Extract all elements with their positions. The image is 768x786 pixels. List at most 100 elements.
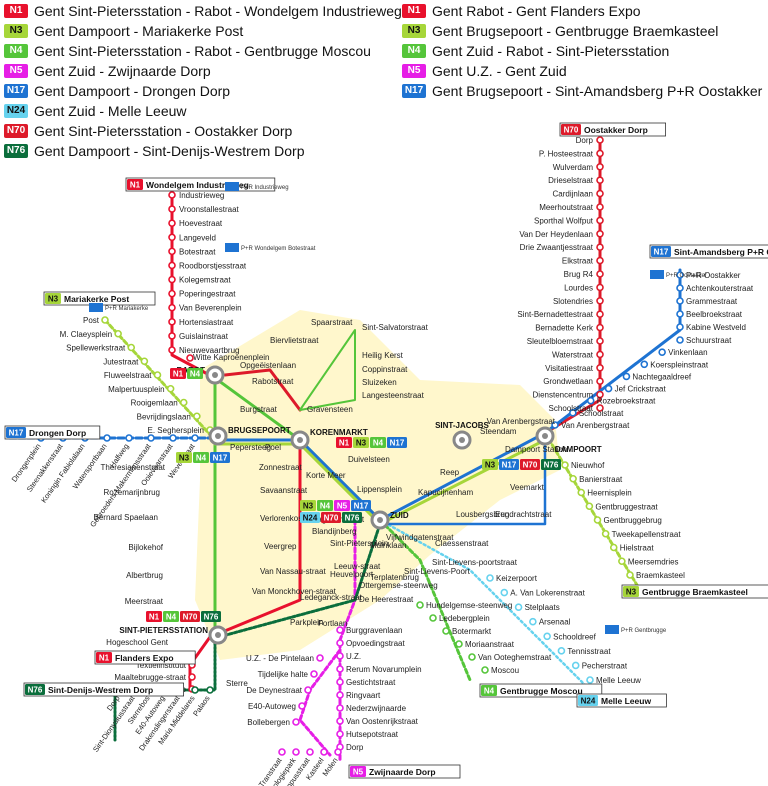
stop-label: Industrieweg [179, 191, 224, 200]
terminal-badge [25, 684, 45, 695]
line-badge-label: N4 [484, 687, 495, 696]
stop-marker [514, 603, 523, 611]
stop-label: Brug R4 [564, 270, 594, 279]
stop-label: Poel [265, 443, 281, 452]
stop-label: Cardijnlaan [553, 190, 593, 199]
stop-label: Post [83, 316, 100, 325]
route-n3-east [543, 431, 642, 592]
stop-label: Parkplein [290, 618, 323, 627]
line-badge: N24 [4, 104, 28, 118]
line-badge: N17 [4, 84, 28, 98]
stop-marker [103, 434, 111, 442]
stop-label: Koerspleinstraat [650, 360, 709, 369]
line-badge-label: N24 [303, 514, 318, 523]
stop-label: Terplatenbrug [370, 573, 419, 582]
stop-marker [336, 691, 344, 699]
stop-marker [416, 601, 424, 609]
stop-label: E. Seghersplein [148, 426, 204, 435]
stop-label: Bollebergen [247, 718, 290, 727]
stop-marker [622, 372, 631, 381]
stop-label: Slotendries [553, 297, 593, 306]
stop-label: Dampoort Station [505, 445, 567, 454]
line-badge-label: N70 [183, 613, 198, 622]
route-n24 [378, 518, 592, 692]
stop-marker [557, 647, 566, 655]
stop-marker [596, 216, 604, 225]
stop-label: Dorp [576, 136, 594, 145]
stop-marker [206, 686, 214, 694]
stop-label: Van Monckhoven-straat [252, 587, 337, 596]
stop-label: U.Z. [346, 652, 361, 661]
route-n5-south [338, 518, 357, 762]
terminal-label: Gentbrugge Moscou [500, 686, 583, 696]
stop-label: Poperingestraat [179, 290, 236, 299]
legend-text: Gent Sint-Pietersstation - Oostakker Dor… [34, 123, 293, 139]
stop-label: Ringvaart [346, 691, 381, 700]
stop-label: Hutsepotstraat [346, 730, 399, 739]
hub-line-badge [336, 437, 352, 448]
stop-marker [310, 670, 318, 678]
hub-layer: RABOTBRUGSEPOORTKORENMARKTSINT-JACOBSDAM… [119, 365, 602, 645]
stop-marker [577, 488, 586, 497]
hub-line-badge [170, 368, 186, 379]
stop-label: Gentbruggestraat [595, 502, 658, 511]
terminal-box [559, 122, 666, 137]
stop-label: Melle Leeuw [596, 676, 641, 685]
stop-label: Hogeschool Gent [106, 638, 169, 647]
terminal-badge [96, 652, 112, 663]
legend-text: Gent U.Z. - Gent Zuid [432, 63, 567, 79]
stop-marker [596, 256, 604, 265]
park-and-ride-label: P+R Oostakker [666, 273, 707, 279]
stop-marker [169, 434, 177, 442]
stop-label: Kapucijnenham [418, 488, 473, 497]
stop-marker [596, 363, 604, 372]
stop-label: Zonnestraat [259, 463, 302, 472]
stop-marker [676, 310, 684, 318]
hub-core [377, 517, 383, 523]
stop-label: Leeuw-straat [334, 562, 381, 571]
stop-marker [334, 748, 342, 756]
stop-marker [601, 529, 610, 538]
stop-marker [336, 665, 344, 673]
line-badge-label: N4 [320, 502, 331, 511]
terminal-box [479, 683, 603, 698]
hub-line-badge [300, 512, 320, 523]
line-badge: N3 [4, 24, 28, 38]
line-badge-label: N24 [581, 697, 596, 706]
stop-label: De Deynestraat [246, 686, 302, 695]
stop-marker [571, 661, 580, 670]
stop-label: Sterre [226, 679, 248, 688]
stop-label: Rozebroekstraat [597, 397, 656, 406]
terminal-box [649, 244, 768, 259]
hub-core [215, 632, 221, 638]
terminal-label: Oostakker Dorp [584, 125, 648, 135]
stop-marker [316, 654, 324, 662]
stop-marker [336, 704, 344, 712]
line-badge-label: N1 [173, 370, 184, 379]
stop-marker [168, 332, 176, 340]
stop-label: Beelbroekstraat [686, 310, 743, 319]
hub-line-badge [387, 437, 407, 448]
stop-marker [618, 557, 626, 566]
stop-label: Gentbruggebrug [604, 516, 662, 525]
stop-marker [596, 283, 604, 292]
line-badge-label: N4 [190, 370, 201, 379]
stop-label: Moriaanstraat [465, 640, 515, 649]
line-badge-label: N17 [213, 454, 228, 463]
stop-label: Meerstraat [125, 597, 164, 606]
hub-line-badge [482, 459, 498, 470]
stop-label: Nachtegaaldreef [632, 372, 691, 381]
stop-label: Claessenstraat [435, 539, 489, 548]
stop-marker [596, 149, 604, 158]
stop-label: Fortlaan [318, 619, 347, 628]
stop-label: Savaanstraat [260, 486, 308, 495]
hub-line-badge [541, 459, 561, 470]
terminal-label: Gentbrugge Braemkasteel [642, 587, 748, 597]
hub-line-badge [342, 512, 362, 523]
stop-label: Heernisplein [587, 489, 631, 498]
stop-label: Sporthal Wolfput [534, 216, 594, 225]
